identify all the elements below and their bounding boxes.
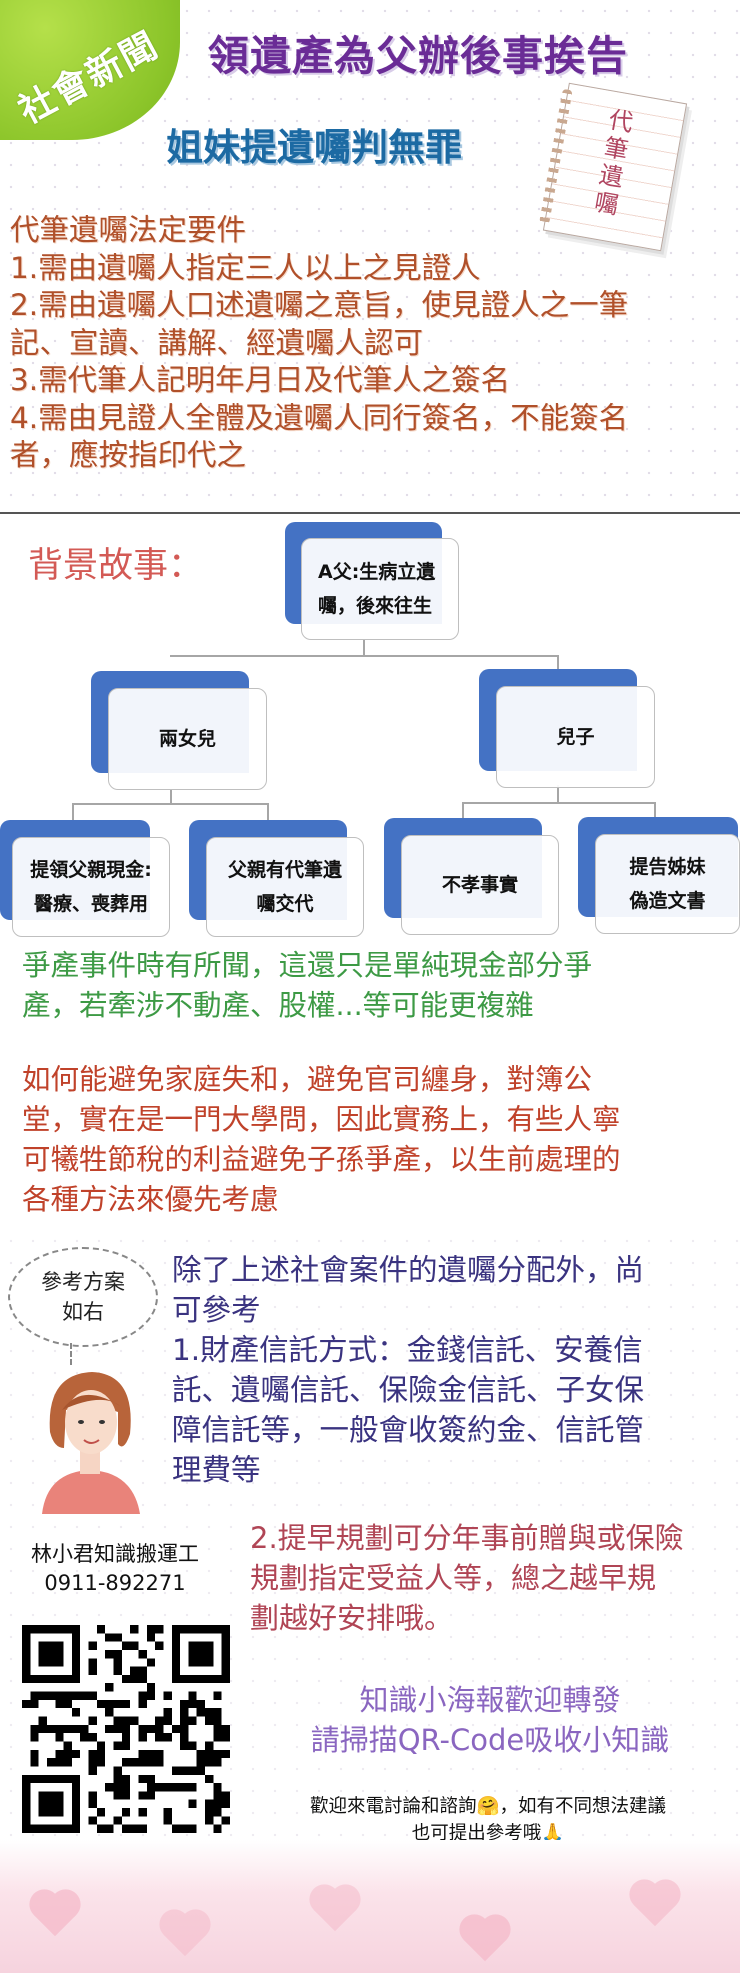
requirement-line: 4.需由見證人全體及遺囑人同行簽名，不能簽名 bbox=[10, 400, 629, 435]
speech-bubble-tail bbox=[70, 1343, 84, 1365]
bubble-text: 參考方案 bbox=[41, 1270, 125, 1294]
woman-avatar-illustration bbox=[42, 1372, 140, 1514]
text-line: 堂，實在是一門大學問，因此實務上，有些人寧 bbox=[22, 1103, 621, 1136]
speech-bubble: 參考方案 如右 bbox=[8, 1247, 158, 1347]
text-line: 爭產事件時有所聞，這還只是單純現金部分爭 bbox=[22, 949, 593, 982]
requirement-line: 記、宣讀、講解、經遺囑人認可 bbox=[10, 325, 424, 360]
connector bbox=[72, 803, 268, 805]
story-label: 背景故事： bbox=[28, 546, 204, 586]
requirement-line: 者，應按指印代之 bbox=[10, 438, 247, 472]
hearts-footer-decoration bbox=[0, 1840, 740, 1973]
main-title: 領遺產為父辦後事挨告 bbox=[208, 32, 628, 80]
connector bbox=[654, 802, 656, 820]
text-line: 規劃指定受益人等，總之越早規 bbox=[250, 1561, 657, 1595]
author-name: 林小君知識搬運工 bbox=[31, 1542, 199, 1566]
requirement-line: 2.需由遺囑人口述遺囑之意旨，使見證人之一筆 bbox=[10, 288, 629, 322]
requirement-line: 1.需由遺囑人指定三人以上之見證人 bbox=[10, 250, 481, 285]
text-line: 劃越好安排哦。 bbox=[250, 1601, 454, 1635]
text-line: 產，若牽涉不動產、股權...等可能更複雜 bbox=[22, 989, 534, 1022]
advice-paragraph: 如何能避免家庭失和，避免官司纏身，對簿公 堂，實在是一門大學問，因此實務上，有些… bbox=[22, 1060, 621, 1220]
text-line: 理費等 bbox=[172, 1453, 261, 1487]
text-line: 如何能避免家庭失和，避免官司纏身，對簿公 bbox=[22, 1063, 593, 1096]
text-line: 請掃描QR-Code吸收小知識 bbox=[310, 1723, 670, 1757]
text-line: 1.財產信託方式：金錢信託、安養信 bbox=[172, 1333, 643, 1367]
share-message: 知識小海報歡迎轉發 請掃描QR-Code吸收小知識 bbox=[250, 1680, 730, 1760]
text-line: 可犧牲節稅的利益避免子孫爭產，以生前處理的 bbox=[22, 1143, 621, 1176]
bubble-text: 如右 bbox=[62, 1300, 104, 1324]
text-line: 知識小海報歡迎轉發 bbox=[359, 1683, 621, 1717]
phone-number[interactable]: 0911-892271 bbox=[44, 1571, 186, 1595]
connector bbox=[170, 655, 558, 657]
connector bbox=[72, 803, 74, 821]
text-line: 各種方法來優先考慮 bbox=[22, 1183, 279, 1216]
early-planning-advice: 2.提早規劃可分年事前贈與或保險 規劃指定受益人等，總之越早規 劃越好安排哦。 bbox=[250, 1518, 684, 1638]
text-line: 歡迎來電討論和諮詢🤗，如有不同想法建議 bbox=[309, 1796, 667, 1817]
connector bbox=[462, 802, 464, 820]
subtitle: 姐妹提遺囑判無罪 bbox=[166, 126, 462, 169]
connector bbox=[557, 785, 559, 803]
heart-icon bbox=[633, 1883, 677, 1927]
text-line: 也可提出參考哦🙏 bbox=[411, 1823, 565, 1844]
heart-icon bbox=[463, 1918, 507, 1962]
text-line: 障信託等，一般會收簽約金、信託管 bbox=[172, 1413, 645, 1447]
requirements-heading: 代筆遺囑法定要件 bbox=[10, 213, 247, 247]
connector bbox=[170, 790, 172, 804]
connector bbox=[557, 655, 559, 670]
text-line: 2.提早規劃可分年事前贈與或保險 bbox=[250, 1521, 684, 1555]
text-line: 除了上述社會案件的遺囑分配外，尚 bbox=[172, 1253, 645, 1287]
heart-icon bbox=[313, 1888, 357, 1932]
heart-icon bbox=[33, 1893, 77, 1937]
qr-code[interactable] bbox=[22, 1625, 230, 1833]
connector bbox=[462, 802, 656, 804]
requirements-list: 代筆遺囑法定要件 1.需由遺囑人指定三人以上之見證人 2.需由遺囑人口述遺囑之意… bbox=[10, 212, 628, 475]
text-line: 託、遺囑信託、保險金信託、子女保 bbox=[172, 1373, 645, 1407]
connector bbox=[363, 640, 365, 656]
connector bbox=[267, 803, 269, 821]
heart-icon bbox=[163, 1913, 207, 1957]
section-divider bbox=[0, 512, 740, 514]
trust-advice: 除了上述社會案件的遺囑分配外，尚 可參考 1.財產信託方式：金錢信託、安養信 託… bbox=[172, 1250, 644, 1490]
dispute-note: 爭產事件時有所聞，這還只是單純現金部分爭 產，若牽涉不動產、股權...等可能更複… bbox=[22, 946, 592, 1026]
consultation-note: 歡迎來電討論和諮詢🤗，如有不同想法建議 也可提出參考哦🙏 bbox=[248, 1793, 728, 1847]
requirement-line: 3.需代筆人記明年月日及代筆人之簽名 bbox=[10, 363, 511, 397]
notebook-label: 代筆遺囑 bbox=[592, 105, 636, 220]
text-line: 可參考 bbox=[172, 1293, 261, 1327]
contact-info: 林小君知識搬運工 0911-892271 bbox=[10, 1540, 220, 1598]
